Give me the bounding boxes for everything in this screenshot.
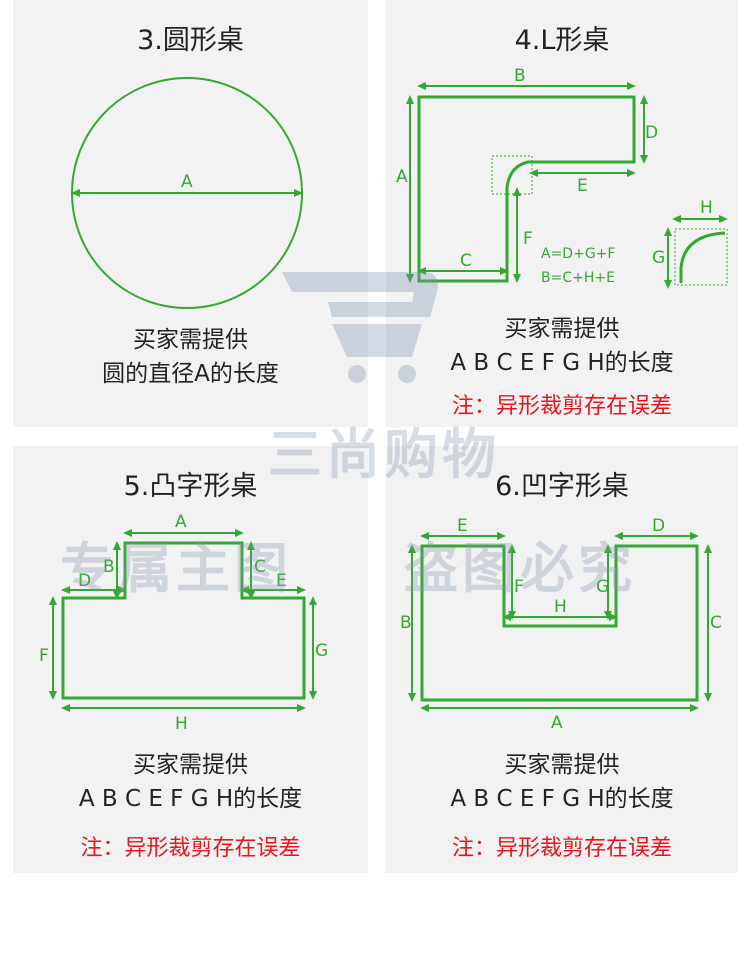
- label-e: E: [577, 176, 588, 196]
- concave-table-diagram: E D F G H B C A: [400, 516, 722, 733]
- label-a: A: [175, 512, 187, 532]
- label-e: E: [457, 516, 468, 536]
- panel-concave-table: 6.凹字形桌 E D F G H B C A 买家需提供 A B C E F G…: [386, 446, 738, 873]
- note-text: 注：异形裁剪存在误差: [451, 836, 672, 861]
- panel-title: 4.L形桌: [514, 25, 610, 56]
- label-c: C: [710, 613, 722, 633]
- label-g: G: [652, 248, 665, 268]
- panel-title: 5.凸字形桌: [123, 471, 258, 502]
- formula-1: A=D+G+F: [541, 246, 615, 262]
- round-table-diagram: A: [71, 77, 303, 309]
- label-h: H: [175, 714, 188, 734]
- panel-title: 6.凹字形桌: [495, 471, 629, 502]
- label-a: A: [181, 172, 193, 192]
- watermark-line1: 三尚购物: [268, 423, 500, 486]
- label-a: A: [396, 167, 408, 187]
- label-h: H: [700, 198, 713, 218]
- detail-dotted-box: [674, 228, 728, 286]
- corner-dotted-box: [491, 155, 533, 195]
- label-g: G: [315, 641, 328, 661]
- panel-round-table: 3.圆形桌 A 买家需提供 圆的直径A的长度: [13, 0, 368, 427]
- label-b: B: [103, 557, 115, 577]
- label-a: A: [551, 713, 563, 733]
- desc-line2: A B C E F G H的长度: [78, 786, 303, 812]
- formula-2: B=C+H+E: [541, 270, 615, 286]
- label-f: F: [39, 646, 49, 666]
- desc-line2: A B C E F G H的长度: [450, 786, 674, 812]
- panel-l-table: 4.L形桌 B D A E F C A=D+G+F B=C+H+E H G 买家…: [386, 0, 738, 427]
- label-d: D: [652, 516, 665, 536]
- label-f: F: [523, 229, 533, 249]
- label-c: C: [460, 251, 472, 271]
- watermark-line2-right: 盗图必究: [404, 537, 636, 600]
- note-text: 注：异形裁剪存在误差: [451, 394, 672, 419]
- desc-line1: 买家需提供: [133, 752, 248, 778]
- label-g: G: [596, 577, 609, 597]
- detail-curve: [679, 231, 726, 283]
- cart-logo-watermark: [282, 272, 438, 383]
- l-table-diagram: B D A E F C A=D+G+F B=C+H+E H G: [396, 66, 728, 289]
- l-shape: [417, 95, 636, 283]
- desc-line1: 买家需提供: [133, 327, 248, 353]
- note-text: 注：异形裁剪存在误差: [80, 836, 301, 861]
- concave-shape: [420, 544, 699, 702]
- desc-line1: 买家需提供: [504, 752, 620, 778]
- label-h: H: [554, 597, 567, 617]
- panel-convex-table: 5.凸字形桌 A B C D E F G H 买家需提供 A B C E F G…: [13, 446, 368, 873]
- label-b: B: [514, 66, 526, 86]
- label-d: D: [645, 123, 658, 143]
- label-d: D: [78, 571, 91, 591]
- label-c: C: [254, 557, 266, 577]
- panel-title: 3.圆形桌: [137, 25, 244, 56]
- convex-shape: [61, 541, 306, 700]
- desc-line2: 圆的直径A的长度: [102, 361, 279, 387]
- watermark-line2-left: 专属主图: [60, 537, 292, 600]
- convex-table-diagram: A B C D E F G H: [39, 512, 328, 734]
- desc-line2: A B C E F G H的长度: [450, 350, 674, 376]
- label-f: F: [514, 577, 524, 597]
- desc-line1: 买家需提供: [504, 316, 620, 342]
- label-b: B: [400, 613, 412, 633]
- label-e: E: [276, 571, 287, 591]
